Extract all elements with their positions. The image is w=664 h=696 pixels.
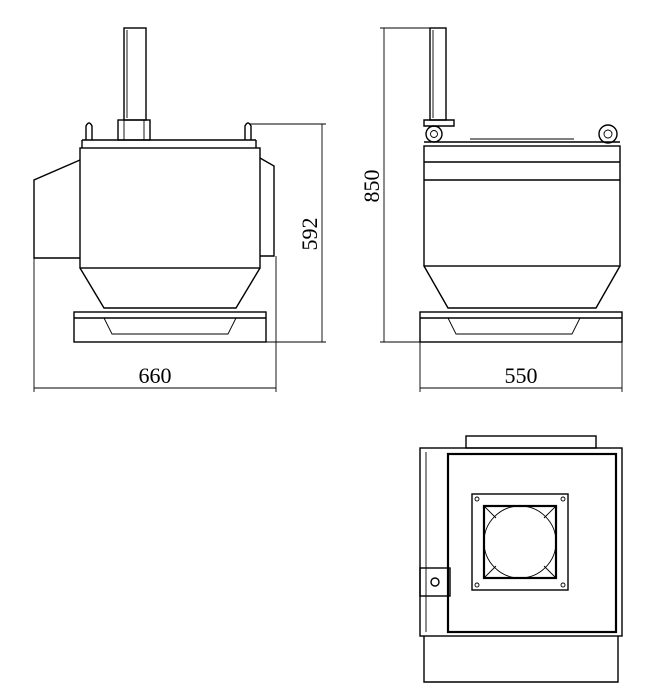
- front-main-body: [79, 147, 261, 269]
- side-height-dimension: 850: [359, 170, 384, 203]
- front-hopper-cone: [79, 267, 261, 309]
- side-view: [419, 27, 623, 343]
- front-width-dimension: 660: [139, 363, 172, 388]
- side-right-lug-ring: [598, 124, 618, 144]
- top-view-top-tab: [465, 435, 597, 449]
- side-hopper-cone: [423, 265, 621, 309]
- front-right-lug: [244, 122, 252, 140]
- top-view-outer-frame: [419, 447, 623, 637]
- side-width-dimension: 550: [505, 363, 538, 388]
- front-view: [33, 27, 275, 343]
- front-dimensions: 660 592: [33, 123, 326, 392]
- front-left-housing: [33, 159, 81, 259]
- top-view-inner-body: [446, 452, 618, 634]
- side-main-body: [423, 145, 621, 267]
- top-view-flange: [471, 493, 569, 591]
- side-chimney-pipe: [429, 27, 447, 121]
- top-view-outlet-circle: [483, 505, 557, 579]
- side-chimney-bracket: [423, 119, 455, 127]
- top-view-side-lug: [419, 567, 451, 597]
- side-left-lug-ring: [425, 125, 443, 143]
- top-view: [419, 435, 623, 683]
- front-right-side-box: [259, 157, 275, 257]
- side-base-plate: [419, 311, 623, 343]
- side-dimensions: 850 550: [359, 27, 623, 392]
- front-chimney-collar: [117, 119, 151, 141]
- front-left-lug: [85, 122, 93, 140]
- top-view-base-extension: [423, 636, 619, 683]
- front-height-dimension: 592: [297, 218, 322, 251]
- front-base-plate: [73, 311, 267, 343]
- front-base-dish: [103, 317, 237, 335]
- side-base-dish: [447, 317, 581, 335]
